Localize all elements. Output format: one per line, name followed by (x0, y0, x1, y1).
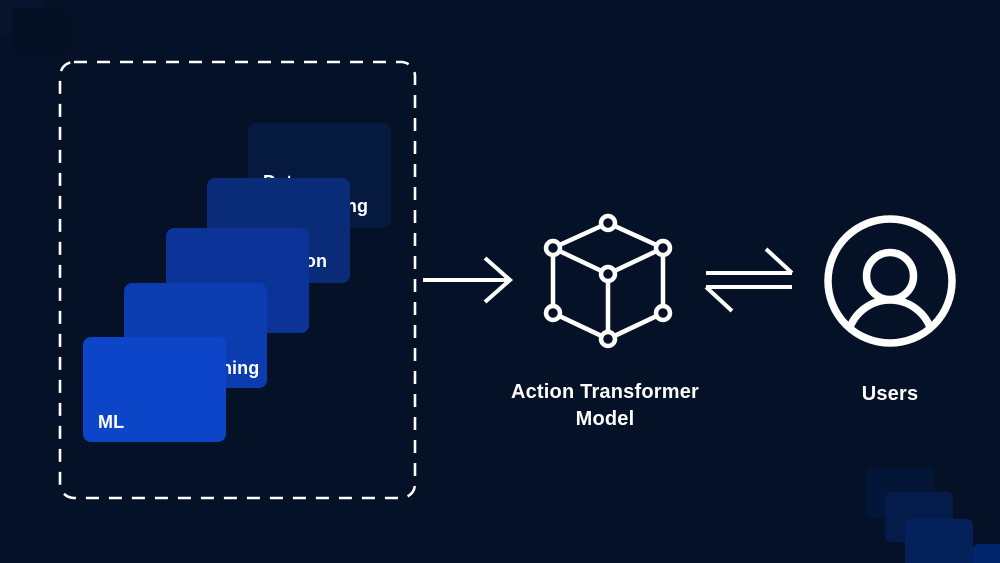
decor-square (905, 519, 973, 563)
pipeline-dashed-box (58, 60, 417, 500)
right-arrow-icon (423, 256, 514, 304)
card-ml: ML (83, 337, 226, 442)
model-caption: Action Transformer Model (510, 381, 700, 430)
bidirectional-arrows-icon (704, 247, 794, 313)
decor-square (973, 544, 1000, 563)
card-label: ML (98, 412, 125, 432)
users-caption: Users (861, 383, 919, 405)
user-circle-icon (824, 215, 956, 347)
decor-square (12, 8, 70, 54)
cube-network-icon (543, 213, 673, 349)
